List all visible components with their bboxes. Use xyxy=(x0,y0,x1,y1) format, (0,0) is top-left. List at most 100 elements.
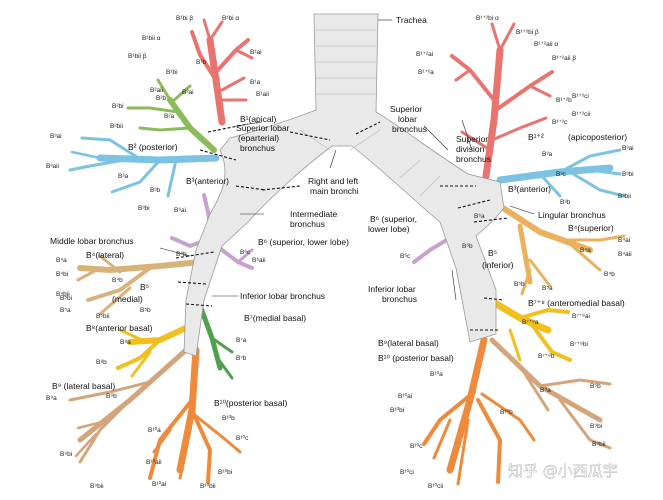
sub-label: B¹⁰cii xyxy=(428,482,443,490)
sub-label: B⁹bii xyxy=(592,441,606,448)
label-middle-lobar: Middle lobar bronchus xyxy=(50,236,134,246)
label-inferior-lobar-left-2: bronchus xyxy=(382,294,417,304)
airway-main xyxy=(183,13,505,357)
sub-label: B⁵bi xyxy=(60,295,72,302)
left-lateral-basal-branches xyxy=(489,337,612,450)
sub-label: B⁶b xyxy=(176,251,187,258)
sub-label: B³bi xyxy=(138,205,150,212)
label-intermediate-1: Intermediate xyxy=(290,209,338,219)
sub-label: B⁴a xyxy=(580,247,591,254)
label-lingular: Lingular bronchus xyxy=(538,210,606,220)
sub-label: B⁸a xyxy=(120,339,131,346)
segment-boundaries xyxy=(175,121,509,331)
right-medial-basal-branches xyxy=(195,297,234,380)
sub-label: B⁹bi xyxy=(60,451,72,458)
label-r-b2: B² (posterior) xyxy=(128,142,178,152)
label-l-b3: B³(anterior) xyxy=(508,184,551,194)
sub-label: B⁷⁺⁸a xyxy=(522,319,539,326)
sub-label: B¹⁰b xyxy=(222,414,235,422)
sub-label: B⁹a xyxy=(46,395,57,402)
label-superior-division-1: Superior xyxy=(456,134,488,144)
sub-label: B⁶c xyxy=(400,253,411,260)
sub-label: B¹bii α xyxy=(142,35,161,42)
label-inferior-lobar-left-1: Inferior lobar xyxy=(368,284,416,294)
right-middle-lobe-branches xyxy=(76,254,203,316)
label-r-b6: B⁶ (superior, lower lobe) xyxy=(258,237,349,247)
sub-label: B⁵b xyxy=(514,281,525,288)
sub-label: B²a xyxy=(164,113,175,120)
sub-label: B³b xyxy=(560,199,571,206)
label-left-superior-lobar-1: Superior xyxy=(390,104,422,114)
label-right-superior-lobar-1: Superior lobar xyxy=(236,123,290,133)
label-superior-division-2: division xyxy=(456,144,485,154)
sub-label: B¹⁰ai xyxy=(398,392,412,400)
sub-label: B¹aii xyxy=(256,91,269,98)
left-apicoposterior-branches xyxy=(450,22,554,180)
sub-label: B¹⁰c xyxy=(410,442,423,450)
label-trachea: Trachea xyxy=(396,15,427,25)
sub-label: B⁸b xyxy=(96,359,107,366)
label-intermediate-2: bronchus xyxy=(290,219,325,229)
sub-label: B⁷⁺⁸b xyxy=(538,353,555,360)
sub-label: B⁶b xyxy=(462,243,473,250)
sub-label: B⁴aii xyxy=(618,251,632,258)
label-right-superior-lobar-2: (eparterial) xyxy=(238,133,279,143)
sub-label: B⁹b xyxy=(106,393,117,400)
sub-label: B¹ai xyxy=(250,49,262,56)
sub-label: B³a xyxy=(542,151,553,158)
label-inferior-lobar-right: Inferior lobar bronchus xyxy=(240,291,325,301)
label-main-bronchi-1: Right and left xyxy=(308,176,359,186)
sub-label: B⁵a xyxy=(60,307,71,314)
label-r-b5-medial: (medial) xyxy=(112,294,143,304)
label-r-b9: B⁹ (lateral basal) xyxy=(52,381,115,391)
sub-label: B¹bi xyxy=(166,69,178,76)
sub-label: B¹⁰ci xyxy=(400,468,414,476)
sub-label: B²b xyxy=(156,95,167,102)
label-r-b10: B¹⁰(posterior basal) xyxy=(214,398,287,408)
sub-label: B⁷⁺⁸bi xyxy=(570,341,588,348)
sub-label: B³c xyxy=(556,171,567,178)
right-posterior-basal-branches xyxy=(148,346,242,484)
sub-label: B³ai xyxy=(50,133,62,140)
sub-label: B⁵bii xyxy=(96,313,110,320)
label-l-b4: B⁴(superior) xyxy=(568,223,614,233)
subsegment-labels-right-lower: B⁷a B⁷b B⁸a B⁸b B⁹a B⁹b B¹⁰a B¹⁰b B¹⁰c B… xyxy=(46,337,249,490)
leader-lines xyxy=(159,19,535,301)
label-r-b3: B³(anterior) xyxy=(186,176,229,186)
label-r-b4: B⁴(lateral) xyxy=(86,250,124,260)
sub-label: B²aii xyxy=(150,87,163,94)
label-r-b1: B¹(apical) xyxy=(240,114,277,124)
sub-label: B²bi xyxy=(112,103,124,110)
sub-label: B⁶a xyxy=(474,213,485,220)
sub-label: B¹⁺²aii α xyxy=(534,41,558,48)
sub-label: B²bii xyxy=(110,123,123,130)
label-l-b10: B¹⁰ (posterior basal) xyxy=(378,353,454,363)
sub-label: B⁹a xyxy=(540,387,551,394)
sub-label: B³b xyxy=(150,187,161,194)
sub-label: B³a xyxy=(118,173,129,180)
sub-label: B¹⁰bi xyxy=(218,468,232,476)
sub-label: B⁹b xyxy=(590,383,601,390)
label-r-b8: B⁸(anterior basal) xyxy=(86,323,153,333)
label-l-b6-1: B⁶ (superior, xyxy=(370,214,417,224)
sub-label: B¹⁰aii xyxy=(146,458,162,466)
right-anterior-basal-branches xyxy=(116,323,193,378)
subsegment-labels-right-middle: B⁶ai B⁶aii B⁶c B⁶b B⁴a B⁴b B⁴bi B⁴bii B⁵… xyxy=(56,207,266,320)
sub-label: B⁵b xyxy=(140,307,151,314)
sub-label: B¹⁺²bi β xyxy=(516,29,539,36)
sub-label: B⁴a xyxy=(56,257,67,264)
sub-label: B⁹bii xyxy=(90,483,104,490)
sub-label: B⁹bi xyxy=(590,423,602,430)
sub-label: B¹⁰ai xyxy=(152,480,166,488)
sub-label: B¹⁰b xyxy=(500,408,513,416)
subsegment-labels-right-upper: B¹bi β B¹bi α B¹bii α B¹bii β B¹ai B¹bi … xyxy=(46,15,269,212)
sub-label: B¹⁰c xyxy=(236,434,249,442)
sub-label: B¹a xyxy=(250,79,261,86)
label-main-bronchi-2: main bronchi xyxy=(310,186,359,196)
label-r-b5: B⁵ xyxy=(140,282,149,292)
label-left-superior-lobar-3: bronchus xyxy=(392,124,427,134)
subsegment-labels-left-middle: B⁴a B⁴ai B⁴aii B⁴b B⁵a B⁵b B⁶a B⁶b B⁶c xyxy=(400,213,632,292)
sub-label: B⁶ai xyxy=(174,207,186,214)
label-l-b5-desc: (inferior) xyxy=(482,260,514,270)
